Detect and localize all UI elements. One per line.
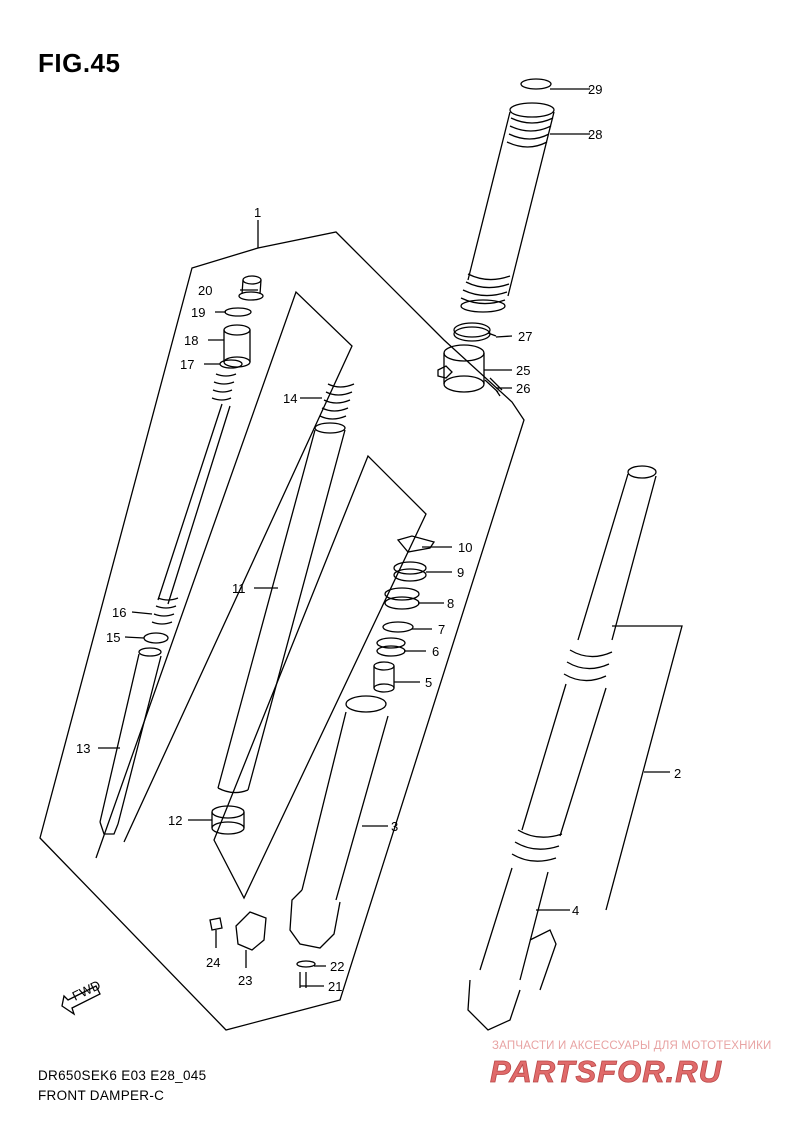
- svg-text:PARTSFOR.RU: PARTSFOR.RU: [490, 1054, 723, 1089]
- callout-22: 22: [330, 959, 344, 974]
- part-19-o-ring: [224, 307, 252, 317]
- callout-26: 26: [516, 381, 530, 396]
- callout-8: 8: [447, 596, 454, 611]
- part-12-bushing: [211, 805, 245, 835]
- part-6-guide-metal: [376, 637, 406, 657]
- watermark-subtitle: ЗАПЧАСТИ И АКСЕССУАРЫ ДЛЯ МОТОТЕХНИКИ: [492, 1040, 772, 1052]
- callout-29: 29: [588, 82, 602, 97]
- callout-25: 25: [516, 363, 530, 378]
- part-3-outer-tube: [289, 695, 389, 949]
- group-outline-inner-b: [213, 454, 427, 900]
- fwd-arrow-shape: [61, 985, 101, 1016]
- callout-12: 12: [168, 813, 182, 828]
- callout-21: 21: [328, 979, 342, 994]
- callout-27: 27: [518, 329, 532, 344]
- model-code: DR650SEK6 E03 E28_045: [38, 1068, 207, 1083]
- callout-17: 17: [180, 357, 194, 372]
- part-25-holder: [437, 344, 485, 393]
- callout-23: 23: [238, 973, 252, 988]
- callout-5: 5: [425, 675, 432, 690]
- callout-19: 19: [191, 305, 205, 320]
- callout-numbers: 1 2 3 4 5 6 7 8 9 10 11 12 13 14 15 16 1…: [76, 82, 681, 994]
- callout-11: 11: [232, 581, 246, 596]
- part-7-retainer: [382, 621, 414, 633]
- callout-20: 20: [198, 283, 212, 298]
- callout-24: 24: [206, 955, 220, 970]
- part-2-assembled-fork: [467, 465, 657, 1031]
- part-15-ring: [143, 632, 169, 644]
- callout-28: 28: [588, 127, 602, 142]
- part-27-band: [453, 322, 497, 342]
- group-outline-2: [605, 625, 683, 911]
- part-13-damper-rod: [151, 373, 237, 625]
- part-24-nut: [209, 917, 223, 931]
- figure-label: FIG.45: [38, 48, 121, 78]
- part-23-axle-holder: [235, 911, 267, 951]
- callout-1: 1: [254, 205, 261, 220]
- callout-4: 4: [572, 903, 579, 918]
- part-22-washer: [296, 960, 316, 968]
- callout-6: 6: [432, 644, 439, 659]
- figure-title: FRONT DAMPER-C: [38, 1088, 165, 1103]
- callout-16: 16: [112, 605, 126, 620]
- callout-13: 13: [76, 741, 90, 756]
- part-14-spring: [319, 383, 355, 420]
- part-28-boot: [460, 102, 555, 313]
- callout-3: 3: [391, 819, 398, 834]
- part-29-clip: [520, 78, 552, 90]
- part-13-lower-tube: [99, 647, 162, 835]
- watermark-logo: PARTSFOR.RU: [490, 1054, 723, 1090]
- group-outline-inner-a: [95, 290, 353, 859]
- group-outline-1: [39, 231, 525, 1031]
- callout-2: 2: [674, 766, 681, 781]
- part-26-bolt: [484, 377, 503, 397]
- callout-15: 15: [106, 630, 120, 645]
- fwd-label: FWD: [70, 977, 103, 1003]
- callout-14: 14: [283, 391, 297, 406]
- part-9-dust-seal: [393, 561, 427, 582]
- callout-7: 7: [438, 622, 445, 637]
- part-5-slide-bush: [373, 661, 395, 693]
- callout-10: 10: [458, 540, 472, 555]
- part-20-cap-bolt: [238, 275, 264, 301]
- part-21-bolt: [299, 972, 307, 988]
- callout-9: 9: [457, 565, 464, 580]
- callout-18: 18: [184, 333, 198, 348]
- part-11-inner-tube: [217, 422, 346, 794]
- part-10-stopper-ring: [396, 535, 436, 553]
